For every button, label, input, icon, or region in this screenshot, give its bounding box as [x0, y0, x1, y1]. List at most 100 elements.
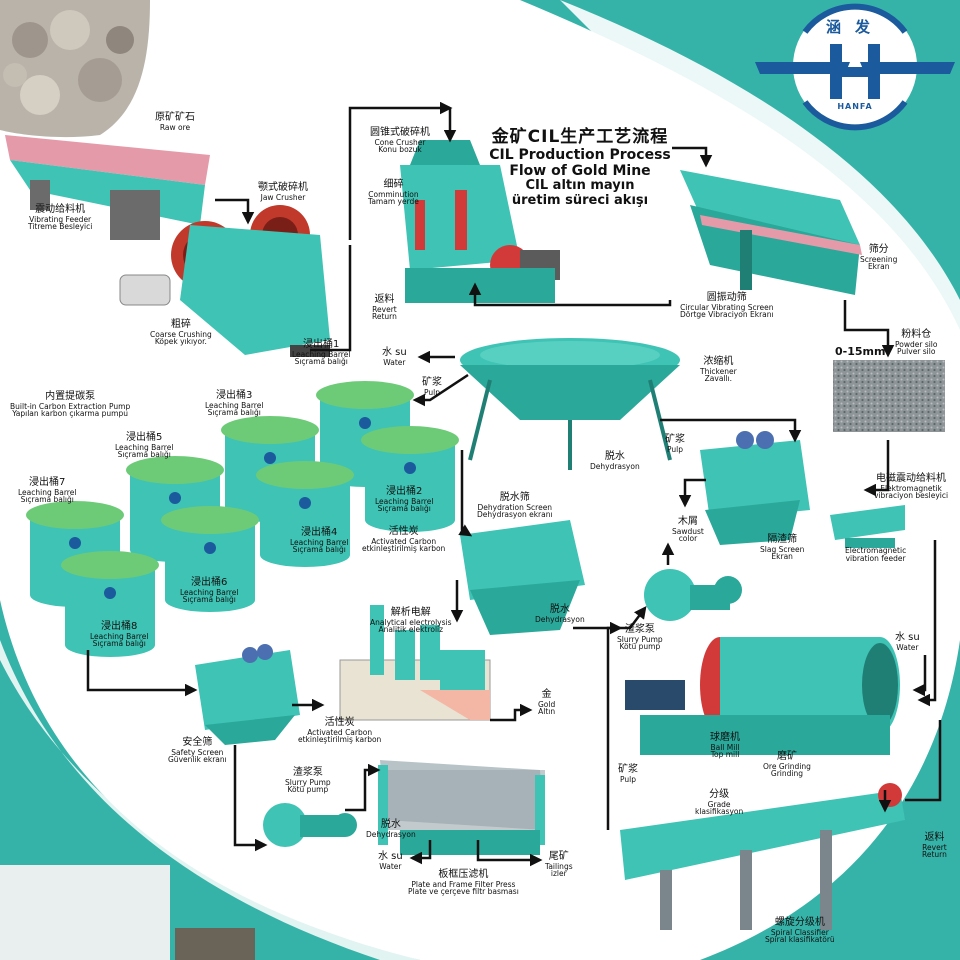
- label-revert-top-zh: 返料: [374, 294, 395, 305]
- label-dehydrate-2-en: Dehydrasyon: [535, 614, 585, 624]
- title-tr-line2: üretim süreci akışı: [511, 193, 649, 209]
- label-slurry-pump-right-en: Slurry Pump: [617, 634, 663, 644]
- slurry-pump-left: [263, 803, 357, 847]
- label-pulp-low-en: Pulp: [620, 774, 636, 784]
- label-circular-screen-zh: 圆振动筛: [706, 292, 747, 303]
- label-pulp-low-zh: 矿浆: [618, 764, 638, 775]
- label-slag-screen-zh: 隔渣筛: [767, 534, 798, 545]
- label-slurry-pump-left-zh: 渣浆泵: [292, 767, 323, 778]
- label-cone-crusher-en: Cone Crusher: [374, 137, 426, 147]
- leaching-barrel-2: [361, 426, 459, 532]
- leaching-barrel-8: [61, 551, 159, 657]
- label-thickener-tr: Zavallı.: [704, 374, 733, 384]
- filter-press: [378, 760, 545, 855]
- label-grinding-zh: 磨矿: [776, 751, 797, 762]
- arrow-pump-press: [345, 763, 381, 812]
- label-slag-screen-en: Slag Screen: [760, 544, 805, 554]
- arrow-classifier-pump: [606, 621, 623, 830]
- label-circular-screen-en: Circular Vibrating Screen: [680, 302, 774, 312]
- label-barrel6-zh: 浸出桶6: [191, 577, 228, 588]
- label-activated-carbon-2-tr: etkinleştirilmiş karbon: [298, 735, 382, 745]
- label-ball-mill-tr: Top mill: [710, 750, 740, 760]
- label-filter-press-en: Plate and Frame Filter Press: [411, 879, 516, 889]
- label-activated-carbon-1-zh: 活性炭: [388, 526, 419, 537]
- label-dehydrate-2-zh: 脱水: [549, 604, 570, 615]
- label-revert-top-tr: Return: [372, 312, 397, 322]
- label-dehydrate-3-zh: 脱水: [380, 819, 401, 830]
- label-cone-crusher-tr: Konu bozuk: [378, 145, 422, 155]
- label-pulp-right-zh: 矿浆: [665, 434, 685, 445]
- arrow-safety-pump: [233, 745, 268, 852]
- label-comminution-tr: Tamam yerde: [368, 197, 419, 207]
- spiral-classifier: [620, 783, 905, 930]
- label-coarse-crushing-zh: 粗碎: [170, 319, 191, 330]
- label-water-right-en: Water: [896, 642, 919, 652]
- label-sawdust-en: Sawdust: [672, 526, 704, 536]
- label-screening-en: Screening: [860, 254, 898, 264]
- arrow-slag-sawdust: [678, 478, 706, 508]
- label-barrel2-zh: 浸出桶2: [386, 486, 423, 497]
- label-carbon-pump-en: Built-in Carbon Extraction Pump: [10, 401, 131, 411]
- label-dehydrate-mid-en: Dehydrasyon: [590, 461, 640, 471]
- label-barrel3-zh: 浸出桶3: [216, 390, 253, 401]
- label-grade-tr: klasifikasyon: [695, 807, 744, 817]
- label-barrel4-en: Leaching Barrel: [290, 537, 349, 547]
- swoosh-top-white: [560, 0, 960, 360]
- label-em-feeder-top-zh: 电磁震动给料机: [876, 473, 947, 484]
- label-powder-silo-zh: 粉料仓: [901, 329, 932, 340]
- label-spiral-classifier-en: Spiral Classifier: [770, 927, 829, 937]
- arrow-jaw-cone: [310, 245, 352, 352]
- em-feeder: [830, 505, 905, 548]
- label-spiral-classifier-tr: Spiral klasifikatörü: [765, 935, 835, 945]
- label-slag-screen-tr: Ekran: [771, 552, 793, 562]
- title-en-line1: CIL Production Process: [489, 147, 671, 163]
- label-safety-screen-en: Safety Screen: [171, 747, 224, 757]
- label-gold-en: Gold: [538, 699, 556, 709]
- label-em-feeder-bottom-tr: vibration feeder: [845, 553, 906, 563]
- label-em-feeder-top-en: Elektromagnetik: [880, 483, 942, 493]
- slag-screen: [700, 431, 810, 545]
- label-activated-carbon-1-tr: etkinleştirilmiş karbon: [362, 544, 446, 554]
- label-barrel7-zh: 浸出桶7: [29, 477, 66, 488]
- label-barrel2-tr: Sıçrama balığı: [377, 504, 431, 514]
- label-circular-screen-tr: Dörtge Vibraciyon Ekranı: [680, 310, 774, 320]
- label-barrel8-tr: Sıçrama balığı: [92, 639, 146, 649]
- ball-mill: [625, 637, 900, 755]
- label-tailings-zh: 尾矿: [548, 851, 569, 862]
- label-water-right-zh: 水 su: [895, 632, 920, 643]
- logo-text-zh: 涵发: [825, 18, 884, 36]
- arrow-screen-silo: [843, 300, 895, 358]
- label-vibrating-feeder-en: Vibrating Feeder: [29, 214, 92, 224]
- arrow-slag-pulp: [660, 418, 802, 443]
- label-revert-top-en: Revert: [372, 304, 397, 314]
- label-powder-silo-en: Powder silo: [895, 339, 938, 349]
- arrow-dehyd-pump: [573, 606, 647, 630]
- label-em-feeder-top-tr: vibraciyon besleyici: [874, 491, 949, 501]
- label-screening-tr: Ekran: [867, 262, 890, 272]
- arrow-barrel1-dehyd: [458, 450, 473, 537]
- label-barrel3-tr: Sıçrama balığı: [207, 408, 261, 418]
- label-activated-carbon-2-en: Activated Carbon: [307, 727, 373, 737]
- label-grinding-en: Ore Grinding: [763, 761, 811, 771]
- label-jaw-crusher-en: Jaw Crusher: [260, 192, 306, 202]
- label-grade-zh: 分级: [709, 789, 730, 800]
